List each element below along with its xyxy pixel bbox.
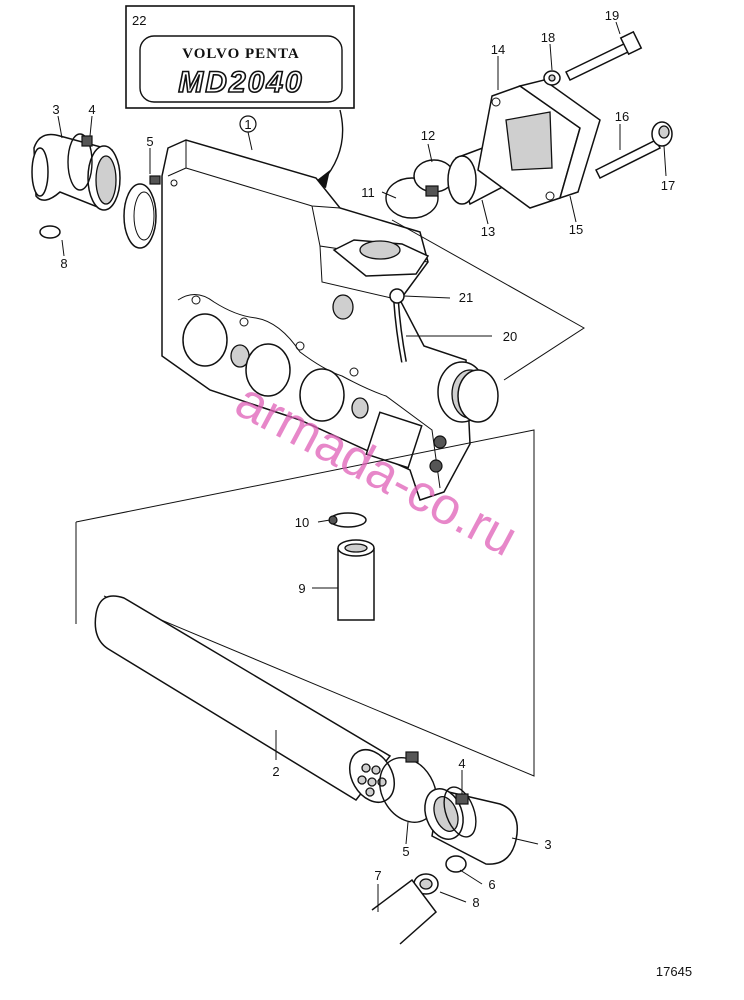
callout-19: 19 (605, 8, 619, 23)
part-5-lower-clamp (379, 751, 437, 823)
part-3-lower-elbow (424, 788, 518, 865)
callout-18: 18 (541, 30, 555, 45)
part-2-cooler-insert (94, 595, 396, 803)
part-3-upper-elbow (31, 133, 121, 211)
part-20-tube-inner (394, 299, 406, 363)
callout-14: 14 (491, 42, 505, 57)
callout-12: 12 (421, 128, 435, 143)
part-4-upper-clamp (67, 133, 93, 191)
leader-lines (57, 21, 667, 912)
callout-13: 13 (481, 224, 495, 239)
figure-number: 17645 (656, 964, 692, 979)
callout-22: 22 (132, 13, 146, 28)
part-19-bolt (564, 30, 643, 81)
part-10-hose-clip (328, 512, 367, 528)
exhaust-manifold (161, 139, 499, 501)
callout-17: 17 (661, 178, 675, 193)
callout-3-lower: 3 (544, 837, 551, 852)
part-9-hose (337, 539, 375, 621)
callout-10: 10 (295, 515, 309, 530)
part-6-nipple (445, 855, 467, 873)
callout-21: 21 (459, 290, 473, 305)
part-17-nut (651, 121, 673, 147)
callout-8-lower: 8 (472, 895, 479, 910)
part-11-oring (385, 177, 439, 219)
callout-15: 15 (569, 222, 583, 237)
part-18-washer (543, 70, 561, 86)
callout-3-upper: 3 (52, 102, 59, 117)
callout-5-upper: 5 (146, 134, 153, 149)
callout-5-lower: 5 (402, 844, 409, 859)
part-7-drain-hose (371, 878, 438, 945)
logo-model-text: MD2040 (178, 66, 303, 99)
part-8-upper-clip (39, 225, 61, 239)
callout-7: 7 (374, 868, 381, 883)
part-14-gasket (477, 85, 581, 209)
callout-20: 20 (503, 329, 517, 344)
callout-1: 1 (244, 117, 251, 132)
callout-4-lower: 4 (458, 756, 465, 771)
logo-arrow (321, 109, 344, 183)
part-5-upper-clamp (123, 175, 161, 249)
callout-9: 9 (298, 581, 305, 596)
part-16-stud (594, 138, 662, 180)
callout-1-circle (239, 115, 257, 133)
callout-16: 16 (615, 109, 629, 124)
callout-4-upper: 4 (88, 102, 95, 117)
logo-decal: 22 VOLVO PENTA MD2040 (125, 5, 355, 109)
callout-6: 6 (488, 877, 495, 892)
assembly-line-upper (391, 219, 585, 381)
logo-brand-text: VOLVO PENTA (182, 46, 300, 62)
callout-8-upper: 8 (60, 256, 67, 271)
callout-11: 11 (361, 185, 375, 200)
callout-2: 2 (272, 764, 279, 779)
assembly-line-lower (75, 429, 535, 777)
part-21-clip (389, 288, 405, 304)
